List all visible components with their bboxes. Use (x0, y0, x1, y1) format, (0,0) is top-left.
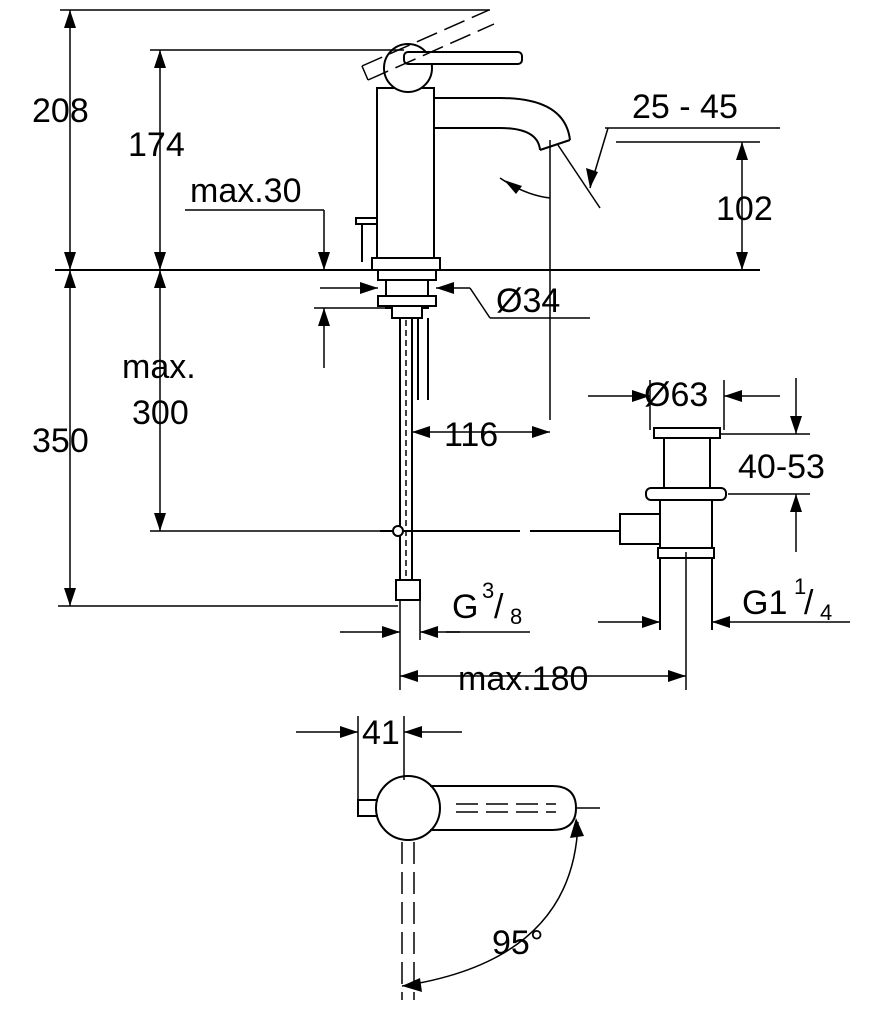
dim-max300-line1: max. (122, 348, 196, 386)
dim-diameter-34: Ø34 (496, 282, 560, 320)
svg-text:1: 1 (794, 574, 806, 599)
svg-text:/: / (804, 584, 814, 622)
dim-116: 116 (444, 416, 498, 454)
svg-text:3: 3 (482, 578, 494, 603)
svg-text:G: G (452, 588, 478, 626)
faucet-handle (361, 9, 523, 93)
svg-text:G1: G1 (742, 584, 787, 622)
dim-diameter-63: Ø63 (644, 376, 708, 414)
dim-angle-25-45: 25 - 45 (632, 88, 738, 126)
svg-text:/: / (494, 588, 504, 626)
popup-rod (380, 525, 620, 537)
waste-drain (619, 427, 727, 630)
dim-208: 208 (32, 92, 89, 130)
dim-102: 102 (716, 190, 773, 228)
dim-40-53: 40-53 (738, 448, 825, 486)
svg-text:4: 4 (820, 600, 832, 625)
dimension-lines (58, 9, 850, 690)
dim-max180: max.180 (458, 660, 588, 698)
faucet-body (355, 87, 571, 271)
dim-angle-95: 95° (492, 924, 543, 962)
dim-41: 41 (362, 714, 400, 752)
dim-max300-line2: 300 (132, 394, 189, 432)
svg-text:8: 8 (510, 604, 522, 629)
dim-max30: max.30 (190, 172, 302, 210)
dim-174: 174 (128, 126, 185, 164)
dim-g1-1-4: G1 1 / 4 (742, 574, 832, 625)
dim-350: 350 (32, 422, 89, 460)
dim-g3-8: G 3 / 8 (452, 578, 522, 629)
top-view (296, 716, 600, 1000)
